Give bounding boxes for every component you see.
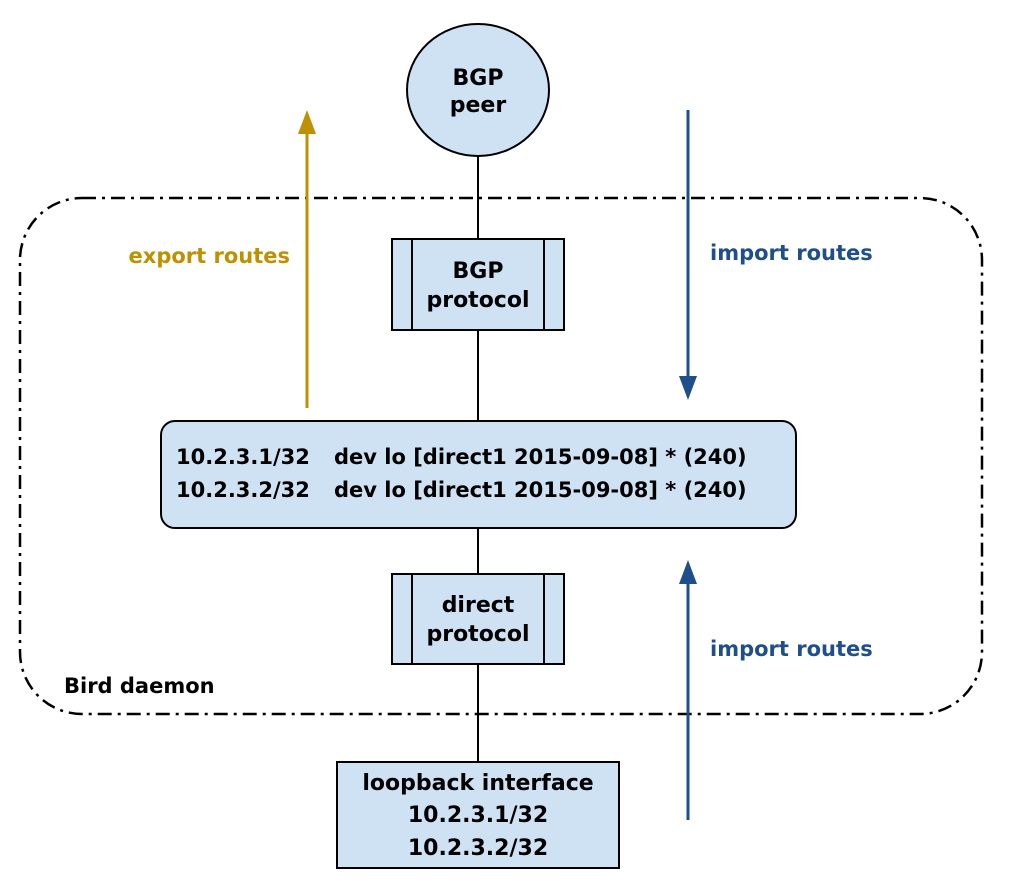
direct-protocol-node: direct protocol — [391, 573, 565, 665]
loopback-addr-1: 10.2.3.1/32 — [408, 803, 548, 828]
loopback-interface-node: loopback interface 10.2.3.1/32 10.2.3.2/… — [336, 761, 620, 869]
direct-protocol-line2: protocol — [426, 622, 529, 647]
bgp-peer-line2: peer — [450, 93, 507, 118]
import-routes-arrow-top — [679, 110, 697, 400]
route-prefix-2: 10.2.3.2/32 — [176, 478, 310, 502]
bgp-protocol-line1: BGP — [453, 259, 504, 284]
route-detail-1: dev lo [direct1 2015-09-08] * (240) — [334, 445, 747, 469]
routing-table-node: 10.2.3.1/32 dev lo [direct1 2015-09-08] … — [160, 420, 797, 529]
export-routes-label: export routes — [129, 244, 290, 268]
bgp-peer-node: BGP peer — [406, 23, 550, 157]
bird-daemon-label: Bird daemon — [64, 674, 215, 698]
route-prefix-1: 10.2.3.1/32 — [176, 445, 310, 469]
direct-protocol-line1: direct — [442, 593, 515, 618]
import-routes-arrow-bottom — [679, 560, 697, 820]
route-detail-2: dev lo [direct1 2015-09-08] * (240) — [334, 478, 747, 502]
bird-daemon-boundary — [18, 196, 984, 716]
export-routes-arrow — [298, 110, 316, 408]
bgp-protocol-node: BGP protocol — [391, 238, 565, 331]
loopback-addr-2: 10.2.3.2/32 — [408, 836, 548, 861]
bgp-peer-line1: BGP — [453, 66, 504, 91]
import-routes-label-bottom: import routes — [710, 637, 873, 661]
bgp-protocol-line2: protocol — [426, 288, 529, 313]
loopback-title: loopback interface — [362, 771, 593, 796]
import-routes-label-top: import routes — [710, 241, 873, 265]
